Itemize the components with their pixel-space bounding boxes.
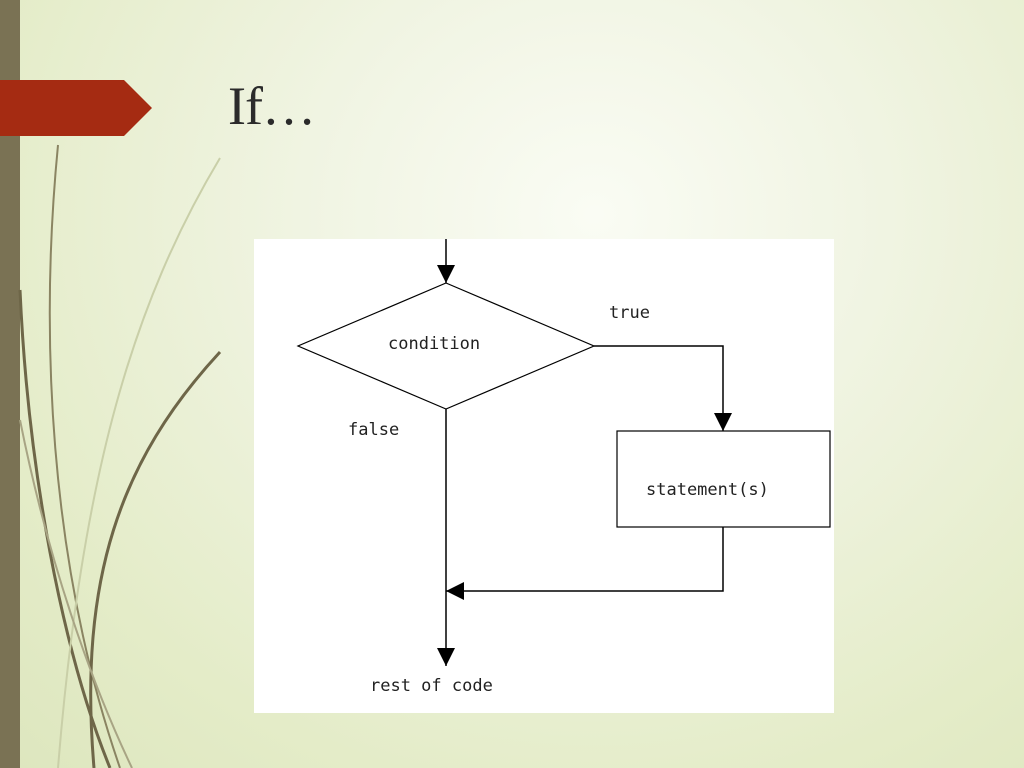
statement-label: statement(s) — [646, 480, 769, 500]
false-label: false — [348, 420, 400, 440]
left-accent-bar — [0, 0, 20, 768]
decorative-curves — [18, 144, 222, 768]
true-label: true — [609, 303, 650, 323]
true-branch-arrow — [594, 345, 732, 431]
title-arrow-marker — [0, 80, 152, 136]
flowchart-panel: condition true false statement(s) rest o… — [254, 239, 834, 713]
flowchart-shapes — [296, 239, 831, 666]
return-arrow — [446, 527, 724, 600]
end-label: rest of code — [370, 676, 493, 696]
decision-label: condition — [388, 334, 481, 354]
slide-title: If… — [228, 76, 316, 136]
statement-box — [616, 430, 831, 528]
